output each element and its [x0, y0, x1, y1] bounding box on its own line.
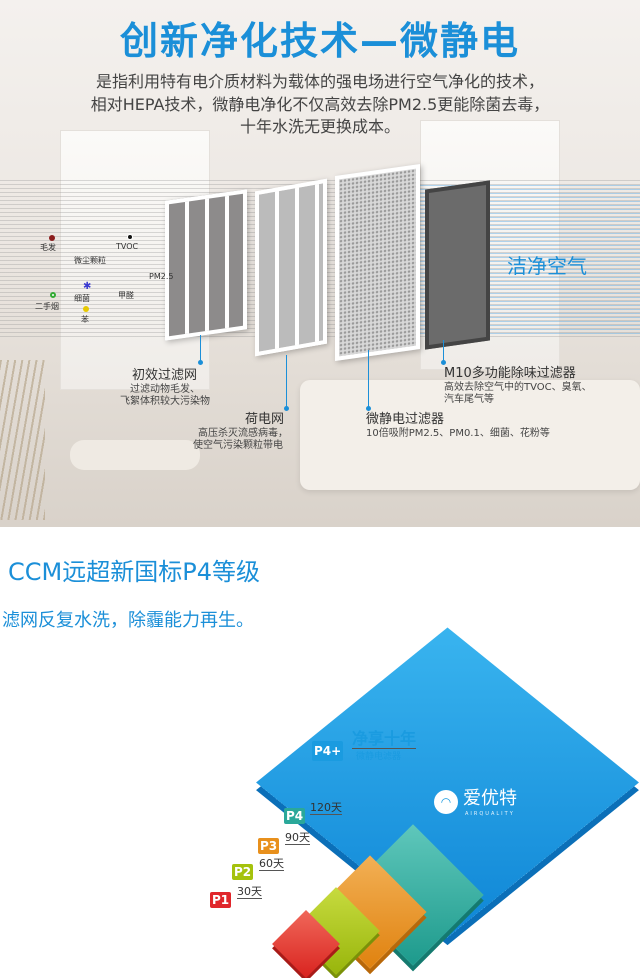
level-tag-p1: P1 — [210, 892, 232, 908]
brand-logo-icon: ◠ — [434, 790, 458, 814]
pollutant-label: 微尘颗粒 — [74, 256, 106, 265]
plant — [0, 360, 45, 520]
level-days: 60天 — [259, 857, 284, 871]
pollutant-label: 二手烟 — [35, 302, 59, 311]
tagline: 滤网反复水洗，除霾能力再生。 — [2, 610, 254, 631]
primary-filter-panel — [165, 189, 247, 341]
smoke-dot-icon — [50, 292, 56, 298]
clean-air-label: 洁净空气 — [507, 254, 587, 278]
hair-dot-icon — [49, 235, 55, 241]
filter-name: 初效过滤网 — [132, 368, 198, 383]
hero-image: 创新净化技术—微静电 是指利用特有电介质材料为载体的强电场进行空气净化的技术， … — [0, 0, 640, 527]
level-days: 90天 — [285, 831, 310, 845]
page-title: 创新净化技术—微静电 — [119, 19, 520, 63]
filter-name: M10多功能除味过滤器 — [444, 366, 576, 381]
level-tag-p4: P4 — [284, 808, 306, 824]
pollutant-label: TVOC — [116, 242, 139, 251]
electrostatic-filter-panel — [335, 164, 420, 361]
tvoc-dot-icon — [127, 234, 133, 240]
subtitle-line: 是指利用特有电介质材料为载体的强电场进行空气净化的技术， — [95, 72, 544, 91]
filter-name: 荷电网 — [245, 412, 285, 427]
level-days: 30天 — [237, 885, 262, 899]
top-level-title: 净享十年 — [352, 729, 417, 749]
level-days: 120天 — [310, 801, 342, 815]
pointer-dot — [366, 406, 371, 411]
level-tag-p2: P2 — [232, 864, 254, 880]
pointer-line — [443, 340, 444, 362]
brand-sub: AIRQUALITY — [465, 811, 515, 817]
top-level-subtitle: 微静电滤器 — [356, 752, 402, 762]
headline: CCM远超新国标P4等级 — [8, 558, 260, 586]
level-tag-p3: P3 — [258, 838, 280, 854]
level-tag-p4plus: P4+ — [312, 741, 344, 761]
pointer-line — [368, 350, 369, 408]
filter-name: 微静电过滤器 — [366, 412, 445, 427]
pollutant-label: 毛发 — [40, 243, 56, 252]
filter-desc: 高效去除空气中的TVOC、臭氧、 — [444, 382, 592, 393]
bacteria-icon: ✱ — [83, 281, 92, 292]
pollutant-label: 甲醛 — [118, 291, 134, 300]
sofa — [300, 380, 640, 490]
pointer-dot — [284, 406, 289, 411]
pointer-line — [286, 355, 287, 408]
filter-desc: 使空气污染颗粒带电 — [193, 440, 283, 451]
filter-desc: 高压杀灭流感病毒， — [198, 428, 288, 439]
filter-desc: 飞絮体积较大污染物 — [120, 396, 210, 407]
subtitle-line: 十年水洗无更换成本。 — [239, 117, 400, 136]
pollutant-label: 细菌 — [74, 294, 90, 303]
pointer-line — [200, 335, 201, 362]
brand-name: 爱优特 — [463, 788, 517, 809]
charge-net-panel — [255, 178, 327, 357]
filter-desc: 过滤动物毛发、 — [130, 384, 200, 395]
subtitle-line: 相对HEPA技术，微静电净化不仅高效去除PM2.5更能除菌去毒， — [90, 95, 550, 114]
pointer-dot — [198, 360, 203, 365]
pollutant-label: 苯 — [81, 315, 89, 324]
filter-desc: 10倍吸附PM2.5、PM0.1、细菌、花粉等 — [366, 428, 550, 439]
benzene-dot-icon — [83, 306, 89, 312]
filter-desc: 汽车尾气等 — [444, 394, 494, 405]
lounge-chair — [70, 440, 200, 470]
m10-filter-panel — [425, 180, 490, 350]
pollutant-label: PM2.5 — [149, 272, 174, 281]
pointer-dot — [441, 360, 446, 365]
